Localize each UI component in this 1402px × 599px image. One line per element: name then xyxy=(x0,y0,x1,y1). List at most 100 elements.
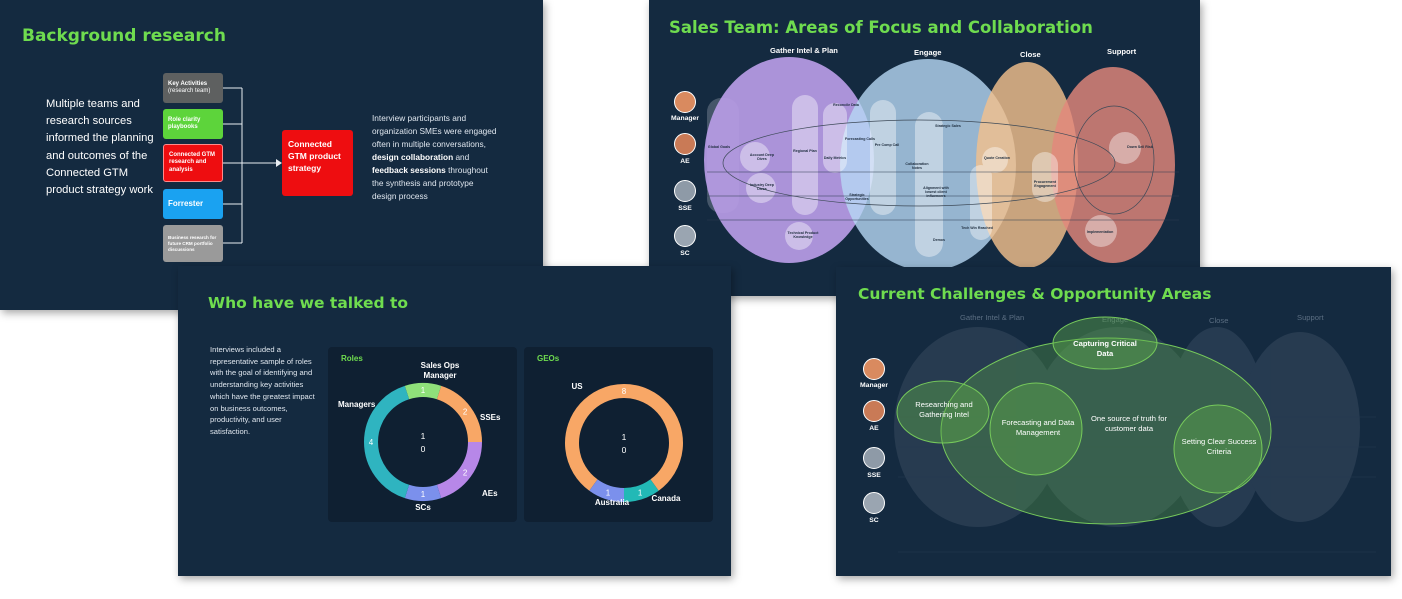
slice-value: 4 xyxy=(369,438,374,447)
donut-slice xyxy=(404,484,442,501)
area-capturing-critical-data: Capturing Critical Data xyxy=(1073,339,1137,358)
box-key-activities: Key Activities (research team) xyxy=(163,73,223,103)
phase-support: Support xyxy=(1107,47,1137,56)
phase-support: Support xyxy=(1297,313,1324,322)
activity: Strategic Sales xyxy=(935,124,961,128)
activity: Tech Win Reached xyxy=(961,226,993,230)
slice-value: 2 xyxy=(463,407,468,416)
slide-sales-team-focus: Sales Team: Areas of Focus and Collabora… xyxy=(649,0,1200,296)
phase-close: Close xyxy=(1020,50,1041,59)
box-connected-gtm-research: Connected GTM research and analysis xyxy=(163,144,223,182)
slice-value: 1 xyxy=(606,488,611,497)
slide-title: Background research xyxy=(22,26,226,46)
interview-sample-description: Interviews included a representative sam… xyxy=(210,345,315,436)
slide-title: Sales Team: Areas of Focus and Collabora… xyxy=(669,18,1093,37)
sse-avatar xyxy=(863,447,885,469)
activity: Down Sell Risk xyxy=(1127,145,1153,149)
phase-gather: Gather Intel & Plan xyxy=(960,313,1025,322)
phase-close: Close xyxy=(1209,316,1229,325)
activity: Implementation xyxy=(1086,230,1114,234)
activity: Forecasting Calls xyxy=(845,137,875,141)
slice-value: 1 xyxy=(421,386,426,395)
slice-label: SCs xyxy=(415,503,431,512)
activity: Alignment with lowest client influencers xyxy=(923,186,949,199)
slice-value: 1 xyxy=(421,490,426,499)
role-label-manager: Manager xyxy=(860,382,888,389)
phase-gather: Gather Intel & Plan xyxy=(770,46,838,55)
sc-avatar xyxy=(863,492,885,514)
activity: Collaboration Notes xyxy=(905,162,929,171)
opportunity-venn-diagram xyxy=(894,316,1376,553)
focus-venn-diagram xyxy=(704,57,1179,271)
activity: Daily Metrics xyxy=(823,156,847,160)
box-connected-gtm-strategy: Connected GTM product strategy xyxy=(282,130,353,196)
slide-background-research: Background research Multiple teams and r… xyxy=(0,0,543,310)
donut-slice xyxy=(565,384,683,491)
donut-center-label: 1 xyxy=(421,431,426,441)
area-forecasting-data-management: Forecasting and Data Management xyxy=(1001,418,1075,437)
slice-value: 8 xyxy=(622,387,627,396)
slice-label: US xyxy=(571,382,583,391)
donut-center-label: 0 xyxy=(622,445,627,455)
activity: Regional Plan xyxy=(793,149,817,153)
phase-engage: Engage xyxy=(1102,315,1129,324)
activity: Account Deep Dives xyxy=(749,153,775,162)
slice-label: SSEs xyxy=(480,413,501,422)
box-business-research: Business research for future CRM portfol… xyxy=(163,225,223,262)
donut-center-label: 0 xyxy=(421,444,426,454)
area-one-source-of-truth: One source of truth for customer data xyxy=(1091,414,1167,433)
box-role-clarity: Role clarity playbooks xyxy=(163,109,223,139)
intro-text: Multiple teams and research sources info… xyxy=(46,98,154,197)
connector-lines xyxy=(223,87,282,244)
donut-slice xyxy=(364,385,410,499)
role-label-sc: SC xyxy=(869,517,879,524)
slice-label: Australia xyxy=(595,498,630,507)
activity: Strategic Opportunities xyxy=(845,193,869,202)
activity: Global Goals xyxy=(707,145,731,149)
role-label-ae: AE xyxy=(680,158,690,165)
donut-slice xyxy=(436,441,482,499)
area-setting-success-criteria: Setting Clear Success Criteria xyxy=(1181,437,1257,456)
slide-title: Who have we talked to xyxy=(208,294,409,312)
slice-value: 1 xyxy=(638,488,643,497)
activity: Industry Deep Dives xyxy=(750,183,774,192)
slice-value: 2 xyxy=(463,469,468,478)
slice-label: AEs xyxy=(482,489,498,498)
role-label-sse: SSE xyxy=(678,205,692,212)
role-label-manager: Manager xyxy=(671,115,699,122)
ae-avatar xyxy=(674,133,696,155)
area-researching-gathering-intel: Researching and Gathering Intel xyxy=(915,400,973,419)
manager-avatar xyxy=(674,91,696,113)
donut-slice xyxy=(404,383,442,400)
panel-title-roles: Roles xyxy=(341,354,363,363)
activity: Procurement Engagement xyxy=(1033,180,1057,189)
slice-label: Managers xyxy=(338,400,376,409)
slide-challenges-opportunities: Current Challenges & Opportunity Areas G… xyxy=(836,267,1391,576)
activity: Technical Product Knowledge xyxy=(787,231,819,240)
activity: Demos xyxy=(933,238,945,242)
panel-title-geos: GEOs xyxy=(537,354,560,363)
phase-engage: Engage xyxy=(914,48,942,57)
slice-label: Canada xyxy=(652,494,681,503)
activity: Reconcile Data xyxy=(833,103,859,107)
role-label-ae: AE xyxy=(869,425,879,432)
box-forrester: Forrester xyxy=(163,189,223,219)
donut-slice xyxy=(436,385,482,443)
interview-description: Interview participants and organization … xyxy=(372,113,497,201)
donut-slice xyxy=(589,479,625,502)
activity: Pre Comp Call xyxy=(874,143,900,147)
sc-avatar xyxy=(674,225,696,247)
slide-who-we-talked-to: Who have we talked to Interviews include… xyxy=(178,266,731,576)
sse-avatar xyxy=(674,180,696,202)
donut-slice xyxy=(623,479,659,502)
donut-center-label: 1 xyxy=(622,432,627,442)
manager-avatar xyxy=(863,358,885,380)
role-label-sse: SSE xyxy=(867,472,881,479)
role-label-sc: SC xyxy=(680,250,690,257)
activity: Quote Creation xyxy=(984,156,1010,160)
